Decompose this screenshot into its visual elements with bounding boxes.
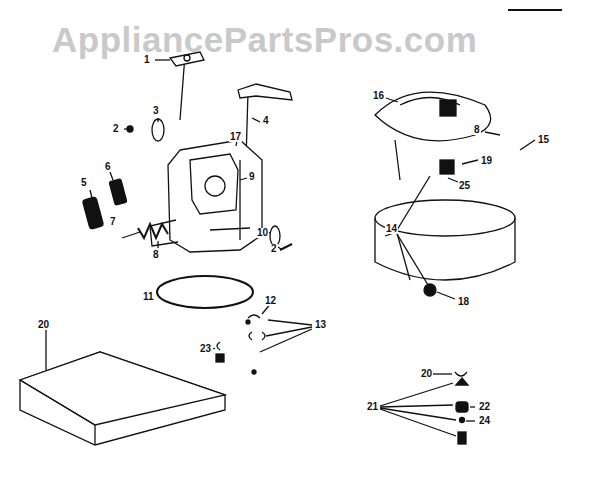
callout-number: 15 xyxy=(537,135,550,145)
callout-number: 2 xyxy=(112,124,120,134)
callout-number: 1 xyxy=(143,55,151,65)
callout-number: 18 xyxy=(457,297,470,307)
callout-number: 24 xyxy=(478,416,491,426)
callout-number: 20 xyxy=(420,369,433,379)
callout-number: 22 xyxy=(478,402,491,412)
bowl-gasket xyxy=(157,276,253,308)
callout-number: 23 xyxy=(199,344,212,354)
adjusting-screws xyxy=(82,172,127,229)
callout-number: 11 xyxy=(142,292,155,302)
callout-number: 19 xyxy=(480,156,493,166)
screw xyxy=(127,126,133,132)
callout-number: 20 xyxy=(37,320,50,330)
watermark: AppliancePartsPros.com xyxy=(52,22,477,57)
callout-number: 21 xyxy=(366,402,379,412)
callout-number: 9 xyxy=(248,172,256,182)
small-parts xyxy=(213,302,312,374)
callout-number: 13 xyxy=(314,320,327,330)
callout-number: 12 xyxy=(264,296,277,306)
spring-and-needle xyxy=(122,224,168,248)
choke-plate xyxy=(152,119,164,141)
callout-number: 3 xyxy=(152,106,160,116)
callout-number: 8 xyxy=(473,125,481,135)
callout-number: 2 xyxy=(270,244,278,254)
throttle-shaft xyxy=(155,52,204,120)
callout-number: 10 xyxy=(256,228,269,238)
float-assembly xyxy=(375,92,535,299)
callout-number: 17 xyxy=(229,132,242,142)
callout-number: 8 xyxy=(152,250,160,260)
package-box xyxy=(20,330,225,445)
corner-rule xyxy=(508,9,562,11)
callout-number: 7 xyxy=(109,217,117,227)
callout-number: 25 xyxy=(458,181,471,191)
callout-number: 5 xyxy=(80,178,88,188)
callout-number: 6 xyxy=(104,162,112,172)
callout-number: 14 xyxy=(385,224,398,234)
callout-number: 16 xyxy=(372,91,385,101)
carburetor-body xyxy=(150,140,262,252)
needle-valve xyxy=(380,372,475,444)
callout-number: 4 xyxy=(262,116,270,126)
